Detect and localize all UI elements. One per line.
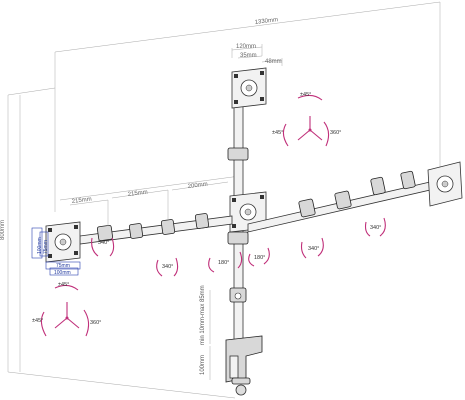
rotation-symbol-top bbox=[282, 94, 330, 147]
arm-rotation-d-label: 180° bbox=[254, 255, 265, 261]
desk-clamp bbox=[225, 335, 263, 396]
vesa-75-label: 75mm bbox=[56, 263, 70, 269]
top-vesa-plate bbox=[231, 67, 267, 109]
vesa-75-v-label: 75mm bbox=[43, 240, 49, 254]
rotate-label-top: 360° bbox=[330, 130, 341, 136]
clamp-range-label: min 10mm-max 85mm bbox=[200, 285, 206, 345]
arm-rotation-f-label: 340° bbox=[370, 225, 381, 231]
rotation-symbol-bottom bbox=[40, 284, 90, 337]
right-arm bbox=[247, 170, 431, 233]
tilt-label-bottom: ±45° bbox=[58, 282, 69, 288]
swivel-label-bottom: ±45° bbox=[32, 318, 43, 324]
vesa-highlight bbox=[31, 227, 81, 276]
arm-segment-2-label: 215mm bbox=[128, 190, 149, 198]
left-vesa-plate bbox=[45, 221, 81, 263]
top-plate-a-label: 35mm bbox=[240, 53, 257, 59]
arm-rotation-a-label: 340° bbox=[98, 240, 109, 246]
vesa-100-label: 100mm bbox=[54, 270, 71, 276]
overall-height-label: 800mm bbox=[0, 220, 6, 240]
top-bar-width-label: 120mm bbox=[236, 44, 256, 50]
tilt-label-top: ±45° bbox=[300, 92, 311, 98]
top-plate-b-label: 48mm bbox=[265, 59, 282, 65]
arm-rotation-arcs bbox=[91, 217, 386, 277]
arm-segment-1-label: 215mm bbox=[72, 197, 93, 205]
left-arm bbox=[69, 181, 233, 245]
vesa-100-v-label: 100mm bbox=[37, 237, 43, 254]
arm-segment-3-label: 200mm bbox=[188, 182, 209, 190]
rotate-label-bottom: 360° bbox=[90, 320, 101, 326]
right-vesa-plate bbox=[427, 161, 463, 207]
clamp-base-label: 100mm bbox=[200, 355, 206, 375]
arm-rotation-e-label: 340° bbox=[308, 246, 319, 252]
dimension-frame bbox=[7, 1, 441, 399]
overall-width-label: 1330mm bbox=[255, 17, 279, 26]
arm-rotation-c-label: 180° bbox=[218, 260, 229, 266]
arm-rotation-b-label: 340° bbox=[162, 264, 173, 270]
swivel-label-top: ±45° bbox=[272, 130, 283, 136]
top-dimension-lines bbox=[231, 44, 283, 66]
